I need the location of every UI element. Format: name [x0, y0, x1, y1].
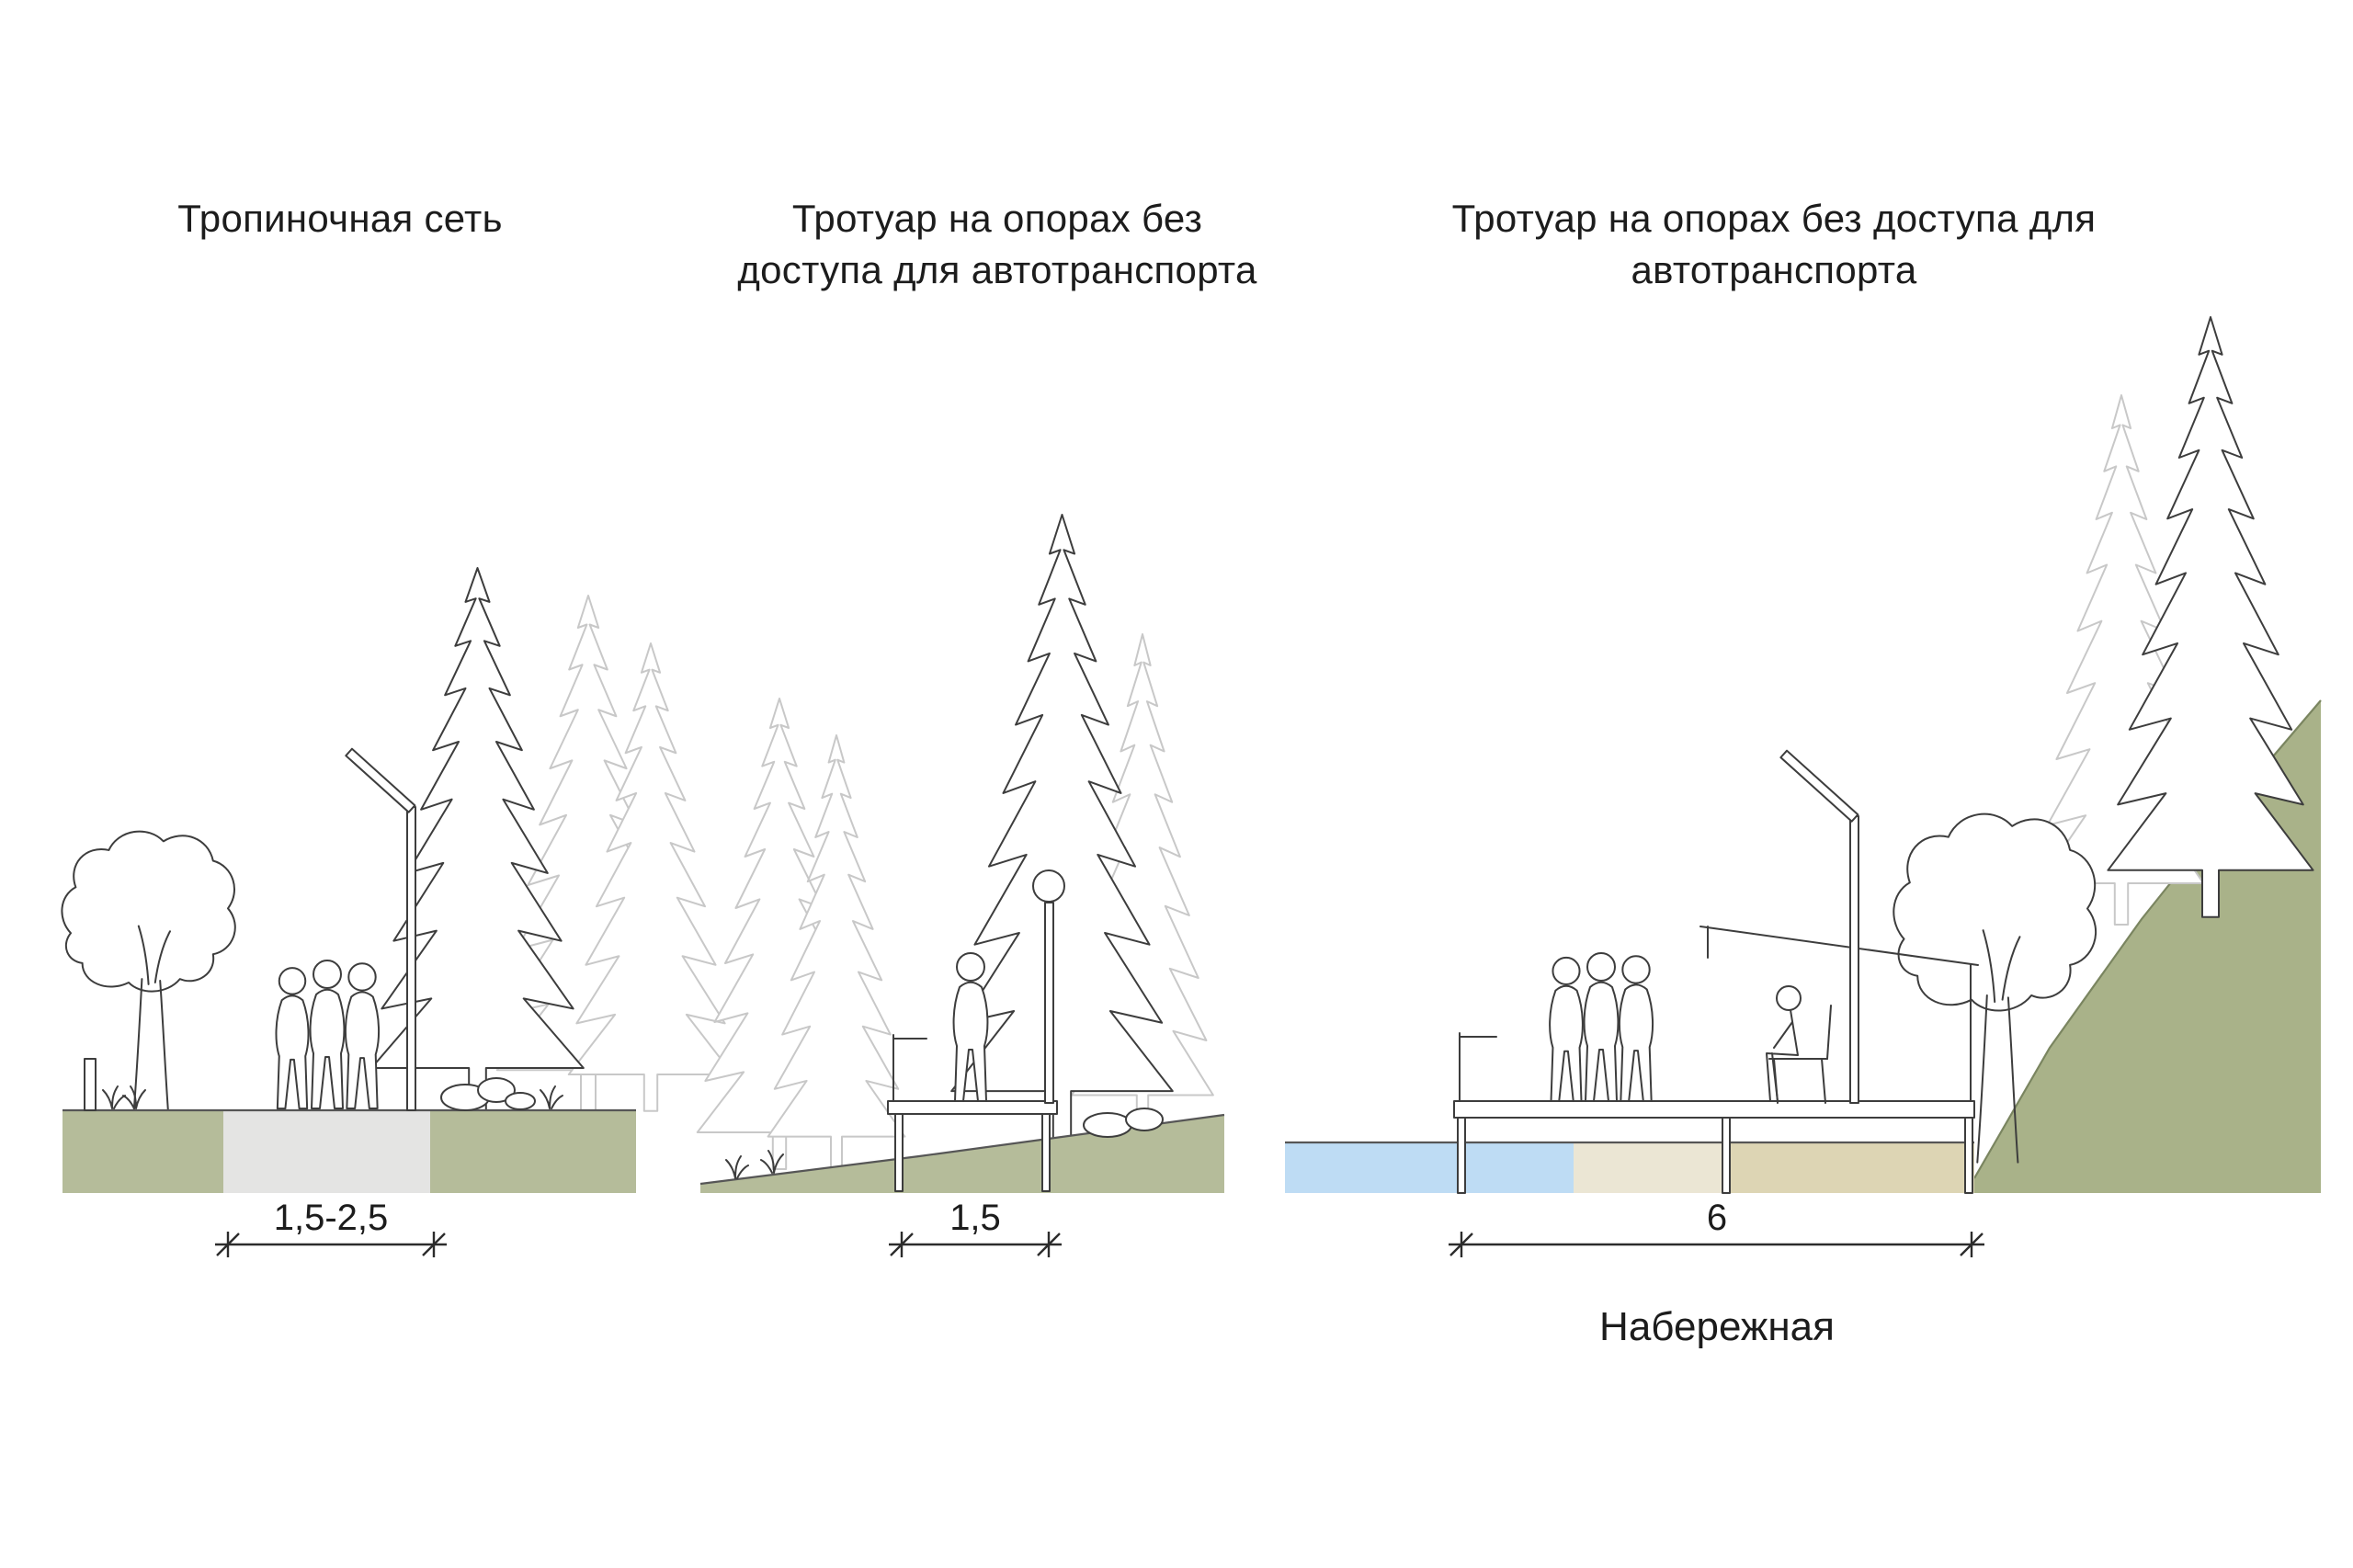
- street-lamp-icon: [1779, 749, 1859, 1104]
- title-line: доступа для автотранспорта: [737, 247, 1257, 291]
- title-line: Тротуар на опорах без: [791, 197, 1203, 240]
- dimension-embankment-width: 6: [1449, 1198, 1984, 1257]
- water: [1285, 1142, 1574, 1193]
- shore-sand-light: [1574, 1142, 1728, 1193]
- dimension-label: 1,5: [949, 1198, 1001, 1238]
- deck-support: [1722, 1117, 1731, 1194]
- shore-sand-dark: [1728, 1142, 1974, 1193]
- walkway-support: [894, 1113, 904, 1192]
- section-art-elevated-walkway: 1,5: [696, 513, 1225, 1257]
- section-art-embankment: 6 Набережная: [1285, 315, 2322, 1349]
- person-figure: [1549, 956, 1584, 1103]
- title-line: Тротуар на опорах без доступа для: [1451, 197, 2097, 240]
- section-title-embankment: Тротуар на опорах без доступа для автотр…: [1379, 193, 2169, 296]
- title-line: Тропиночная сеть: [177, 197, 503, 240]
- grass-tuft-icon: [725, 1155, 749, 1179]
- rock-icon: [505, 1092, 536, 1110]
- title-line: автотранспорта: [1631, 247, 1917, 291]
- dimension-label: 6: [1707, 1198, 1727, 1238]
- footpath-surface: [223, 1110, 430, 1193]
- rock-icon: [1083, 1112, 1132, 1138]
- rock-icon: [477, 1077, 516, 1103]
- person-figure: [309, 960, 346, 1109]
- person-figure: [275, 967, 310, 1110]
- seated-person-figure: [1766, 985, 1832, 1104]
- deck-support: [1964, 1117, 1973, 1194]
- bollard-light-icon: [84, 1058, 97, 1111]
- person-figure: [1583, 952, 1620, 1102]
- section-art-path-network: 1,5-2,5: [61, 567, 734, 1257]
- person-figure: [344, 962, 381, 1110]
- section-title-path-network: Тропиночная сеть: [83, 193, 597, 244]
- grass-tuft-icon: [540, 1085, 563, 1109]
- walkway-deck: [887, 1034, 1058, 1192]
- canopy-roof: [1699, 926, 1979, 1102]
- hillside-edge: [1973, 699, 2322, 1179]
- grass-tuft-icon: [102, 1085, 126, 1109]
- dimension-walkway-width: 1,5: [889, 1198, 1062, 1257]
- dimension-path-width: 1,5-2,5: [215, 1198, 447, 1257]
- embankment-deck: [1453, 1032, 1975, 1194]
- section-title-elevated-walkway: Тротуар на опорах без доступа для автотр…: [694, 193, 1301, 296]
- rock-icon: [1125, 1108, 1164, 1131]
- deck-support: [1457, 1117, 1466, 1194]
- ground-green-strip: [430, 1110, 636, 1193]
- dimension-label: 1,5-2,5: [274, 1198, 389, 1238]
- ground-green-strip: [63, 1110, 223, 1193]
- embankment-caption: Набережная: [1599, 1304, 1835, 1349]
- walkway-support: [1041, 1113, 1051, 1192]
- person-figure: [1618, 955, 1654, 1103]
- globe-lamp-icon: [1032, 869, 1065, 1104]
- street-lamp-icon: [345, 747, 416, 1111]
